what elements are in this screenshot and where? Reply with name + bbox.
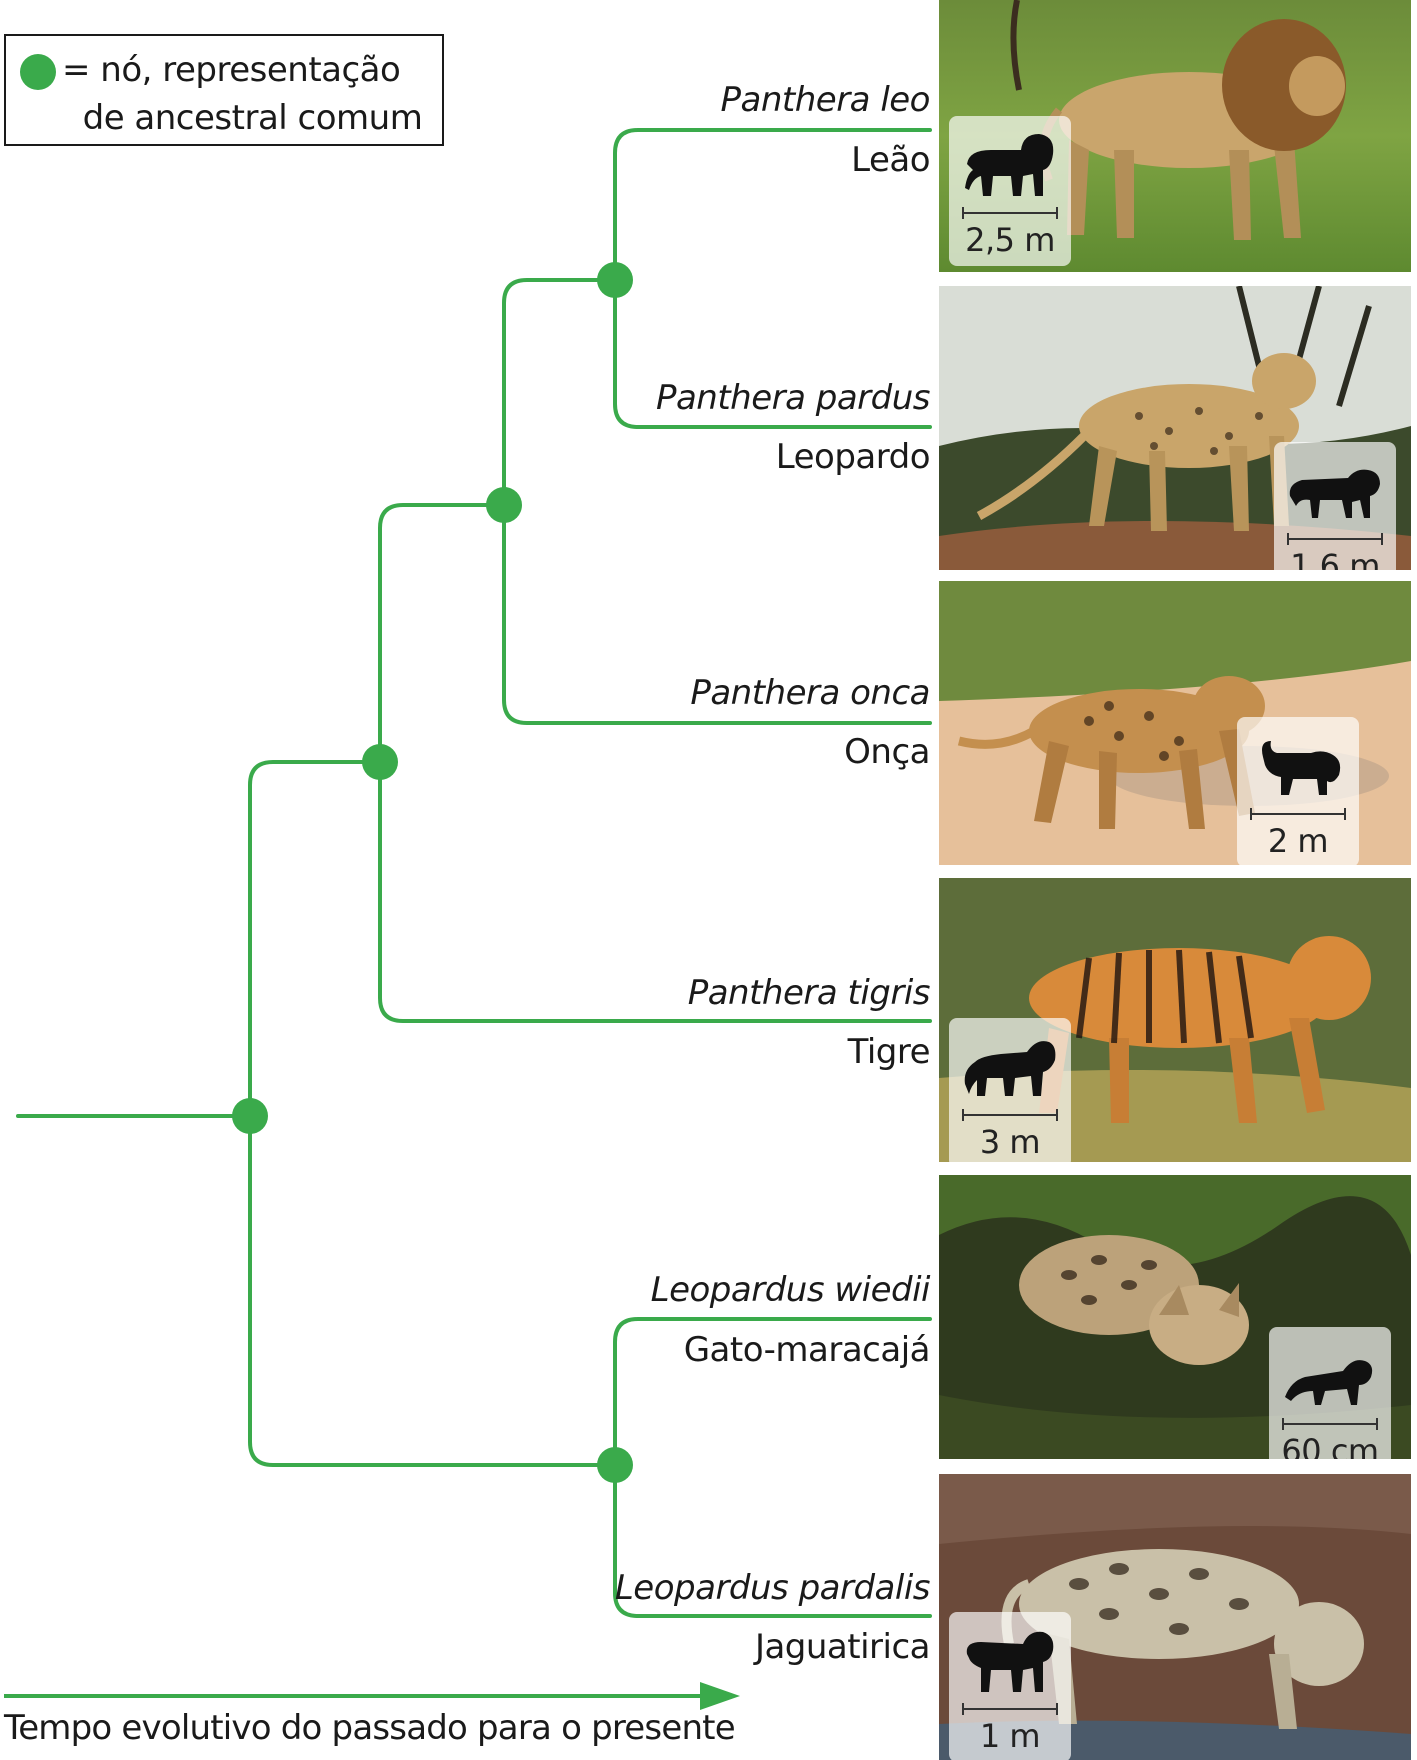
- branch-lion: [613, 128, 932, 282]
- node-legend-icon: [20, 54, 56, 90]
- scale-box-leopard: 1,6 m: [1274, 442, 1396, 570]
- common-name-jaguar: Onça: [844, 732, 930, 772]
- photo-ocelot: 1 m: [939, 1474, 1411, 1760]
- size-label-jaguar: 2 m: [1267, 822, 1329, 860]
- scientific-name-ocelot: Leopardus pardalis: [614, 1568, 931, 1608]
- scientific-name-margay: Leopardus wiedii: [650, 1270, 931, 1310]
- scientific-name-tiger: Panthera tigris: [687, 973, 931, 1013]
- size-label-tiger: 3 m: [979, 1123, 1041, 1161]
- time-axis-label: Tempo evolutivo do passado para o presen…: [4, 1708, 736, 1748]
- branch-tiger: [378, 760, 932, 1023]
- branch-ocelot: [613, 1463, 932, 1618]
- photo-tiger: 3 m: [939, 878, 1411, 1162]
- node-leopardus: [597, 1447, 633, 1483]
- branch-panthera-clade: [248, 760, 382, 1118]
- common-name-leopard: Leopardo: [775, 437, 931, 477]
- tiger-silhouette-icon: [964, 1041, 1056, 1096]
- branch-leopard: [613, 278, 932, 429]
- photo-jaguar: 2 m: [939, 581, 1411, 865]
- branch-lion-leopard: [502, 278, 617, 507]
- time-arrow: [4, 1682, 740, 1710]
- leopard-silhouette-icon: [1289, 469, 1380, 518]
- size-label-lion: 2,5 m: [965, 221, 1055, 259]
- branch-lion-leopard-jaguar: [378, 503, 506, 764]
- margay-silhouette-icon: [1285, 1360, 1373, 1405]
- node-lion-leopard: [597, 262, 633, 298]
- photo-leopard: 1,6 m: [939, 286, 1411, 570]
- scale-box-tiger: 3 m: [949, 1018, 1071, 1162]
- scale-box-margay: 60 cm: [1269, 1327, 1391, 1459]
- size-label-leopard: 1,6 m: [1290, 547, 1380, 570]
- lion-silhouette-icon: [965, 134, 1054, 196]
- photo-margay: 60 cm: [939, 1175, 1411, 1459]
- ocelot-silhouette-icon: [966, 1631, 1054, 1692]
- scientific-name-leopard: Panthera pardus: [655, 378, 931, 418]
- node-panthera: [362, 744, 398, 780]
- common-name-lion: Leão: [851, 140, 930, 180]
- common-name-ocelot: Jaguatirica: [754, 1627, 931, 1667]
- scale-box-lion: 2,5 m: [949, 116, 1071, 266]
- jaguar-silhouette-icon: [1262, 741, 1341, 795]
- node-root: [232, 1098, 268, 1134]
- branch-leopardus-clade: [248, 1114, 617, 1467]
- common-name-margay: Gato-maracajá: [683, 1330, 931, 1370]
- size-label-margay: 60 cm: [1281, 1432, 1379, 1459]
- branch-jaguar: [502, 503, 932, 725]
- scientific-name-lion: Panthera leo: [720, 80, 931, 120]
- legend-text: = nó, representação de ancestral comum: [62, 50, 423, 138]
- scale-box-ocelot: 1 m: [949, 1612, 1071, 1760]
- scientific-name-jaguar: Panthera onca: [690, 673, 930, 713]
- legend: = nó, representação de ancestral comum: [4, 34, 444, 146]
- arrow-head-icon: [700, 1682, 740, 1710]
- size-label-ocelot: 1 m: [979, 1717, 1041, 1755]
- node-lion-leopard-jaguar: [486, 487, 522, 523]
- common-name-tiger: Tigre: [847, 1032, 931, 1072]
- branch-margay: [613, 1317, 932, 1467]
- photo-lion: 2,5 m: [939, 0, 1411, 284]
- scale-box-jaguar: 2 m: [1237, 717, 1359, 865]
